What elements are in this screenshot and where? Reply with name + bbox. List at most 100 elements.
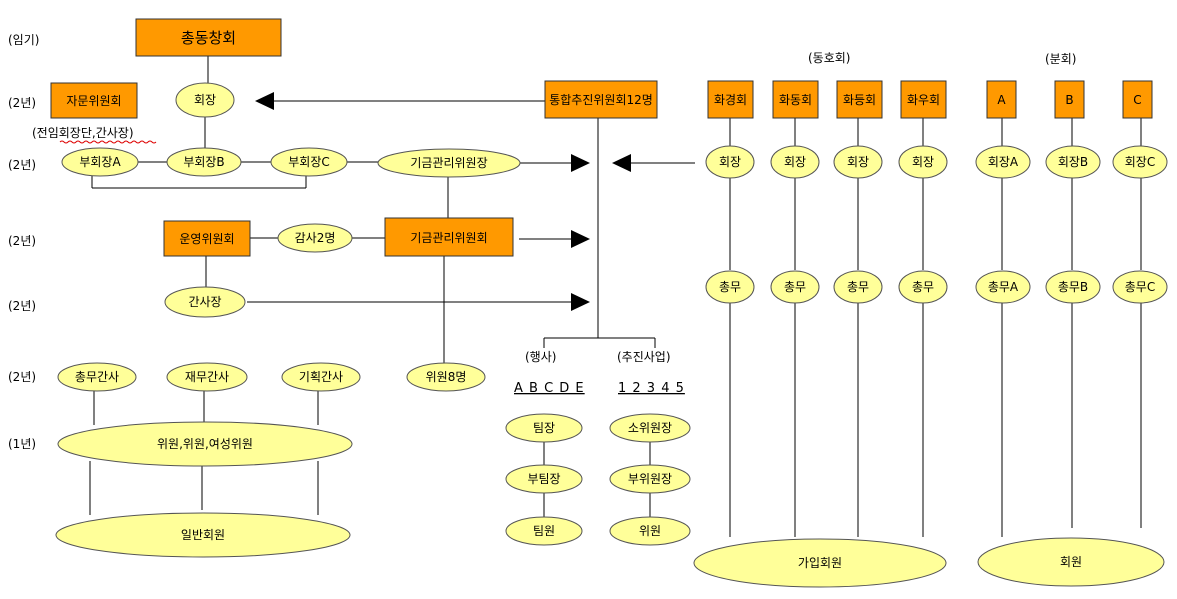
oval-committee-members: 위원,위원,여성위원	[57, 421, 353, 467]
box-advisory-committee: 자문위원회	[50, 82, 138, 119]
oval-sub-chair: 소위원장	[609, 413, 691, 443]
svg-text:운영위원회: 운영위원회	[179, 232, 234, 246]
box-operation-committee: 운영위원회	[163, 220, 251, 257]
term-label: (2년)	[8, 370, 36, 384]
svg-text:부회장B: 부회장B	[183, 155, 224, 169]
svg-text:부회장C: 부회장C	[288, 155, 330, 169]
box-club-1: 화경회	[707, 80, 754, 119]
svg-text:팀장: 팀장	[533, 421, 555, 435]
oval-club-secretary-3: 총무	[833, 270, 883, 304]
oval-vice-chair: 부위원장	[609, 464, 691, 494]
arrow-from-secretary	[571, 293, 590, 311]
svg-text:부위원장: 부위원장	[628, 472, 672, 486]
box-branch-a: A	[986, 80, 1017, 119]
svg-text:가입회원: 가입회원	[798, 556, 842, 570]
events-label: (행사)	[525, 349, 556, 364]
box-club-4: 화우회	[900, 80, 947, 119]
oval-branch-secretary-a: 총무A	[975, 270, 1031, 304]
oval-club-president-4: 회장	[898, 145, 948, 179]
svg-text:위원,위원,여성위원: 위원,위원,여성위원	[157, 437, 253, 451]
svg-text:회장A: 회장A	[988, 155, 1019, 169]
svg-text:A: A	[997, 93, 1006, 107]
oval-general-members: 일반회원	[55, 512, 351, 558]
oval-branch-president-b: 회장B	[1045, 145, 1101, 179]
box-integration-committee: 통합추진위원회12명	[544, 80, 658, 119]
svg-text:회원: 회원	[1060, 555, 1082, 569]
svg-text:총무: 총무	[784, 280, 806, 294]
oval-auditors: 감사2명	[277, 223, 353, 253]
term-label: (임기)	[8, 33, 39, 47]
svg-text:위원8명: 위원8명	[426, 370, 467, 384]
oval-members-8: 위원8명	[406, 362, 486, 392]
svg-text:회장: 회장	[847, 155, 869, 169]
oval-secretary-general: 간사장	[164, 286, 246, 318]
svg-text:통합추진위원회12명: 통합추진위원회12명	[549, 93, 653, 107]
svg-text:부회장A: 부회장A	[79, 155, 121, 169]
arrow-from-fund-chair	[571, 154, 590, 172]
svg-text:총무간사: 총무간사	[75, 370, 119, 384]
arrow-to-president	[255, 92, 274, 110]
box-general-assembly: 총동창회	[135, 18, 282, 57]
svg-text:회장: 회장	[194, 93, 216, 107]
oval-joined-members: 가입회원	[693, 538, 947, 588]
svg-text:일반회원: 일반회원	[181, 528, 225, 542]
projects-label: (추진사업)	[617, 350, 671, 364]
box-branch-c: C	[1122, 80, 1153, 119]
svg-text:팀원: 팀원	[533, 524, 555, 538]
svg-text:총무: 총무	[847, 280, 869, 294]
svg-text:총무: 총무	[912, 280, 934, 294]
svg-text:회장: 회장	[912, 155, 934, 169]
oval-team-member: 팀원	[505, 516, 583, 546]
svg-text:B: B	[1065, 93, 1073, 107]
oval-club-secretary-2: 총무	[770, 270, 820, 304]
oval-team-lead: 팀장	[505, 413, 583, 443]
arrows	[247, 92, 695, 311]
svg-text:총무B: 총무B	[1058, 280, 1088, 294]
oval-club-secretary-4: 총무	[898, 270, 948, 304]
term-label: (2년)	[8, 158, 36, 172]
svg-text:기금관리위원장: 기금관리위원장	[410, 156, 487, 170]
oval-general-affairs: 총무간사	[57, 362, 137, 392]
spellcheck-underline	[59, 140, 157, 144]
oval-branch-members: 회원	[977, 537, 1165, 587]
svg-text:화등회: 화등회	[843, 93, 876, 107]
svg-text:화우회: 화우회	[907, 93, 940, 107]
oval-sub-team-lead: 부팀장	[505, 464, 583, 494]
former-leaders-note: (전임회장단,간사장)	[32, 126, 134, 140]
svg-text:총무A: 총무A	[988, 280, 1019, 294]
box-fund-committee: 기금관리위원회	[384, 217, 514, 257]
oval-vp-a: 부회장A	[61, 147, 139, 177]
arrow-from-fund-committee	[571, 230, 590, 248]
oval-vp-c: 부회장C	[270, 147, 348, 177]
oval-fund-chair: 기금관리위원장	[377, 148, 521, 178]
oval-club-secretary-1: 총무	[705, 270, 755, 304]
oval-planning: 기획간사	[281, 362, 361, 392]
svg-text:총무: 총무	[719, 280, 741, 294]
svg-text:자문위원회: 자문위원회	[66, 94, 121, 108]
branch-group-label: (분회)	[1045, 52, 1076, 66]
svg-text:감사2명: 감사2명	[295, 231, 336, 245]
box-branch-b: B	[1054, 80, 1085, 119]
term-label: (2년)	[8, 96, 36, 110]
oval-branch-president-a: 회장A	[975, 145, 1031, 179]
svg-text:회장B: 회장B	[1058, 155, 1088, 169]
svg-text:위원: 위원	[639, 524, 661, 538]
box-club-2: 화동회	[772, 80, 819, 119]
term-label: (2년)	[8, 299, 36, 313]
svg-text:부팀장: 부팀장	[527, 472, 560, 486]
arrow-from-clubs	[612, 154, 631, 172]
connector-lines	[89, 56, 1142, 537]
oval-president: 회장	[175, 82, 235, 118]
oval-branch-president-c: 회장C	[1112, 145, 1168, 179]
svg-text:기금관리위원회: 기금관리위원회	[410, 231, 487, 245]
svg-text:기획간사: 기획간사	[299, 370, 343, 384]
oval-finance: 재무간사	[166, 362, 248, 392]
svg-text:총무C: 총무C	[1125, 280, 1155, 294]
svg-text:화경회: 화경회	[714, 93, 747, 107]
svg-text:C: C	[1133, 93, 1141, 107]
svg-text:재무간사: 재무간사	[185, 370, 229, 384]
term-label: (2년)	[8, 234, 36, 248]
events-list: A B C D E	[514, 381, 585, 396]
oval-branch-secretary-b: 총무B	[1045, 270, 1101, 304]
